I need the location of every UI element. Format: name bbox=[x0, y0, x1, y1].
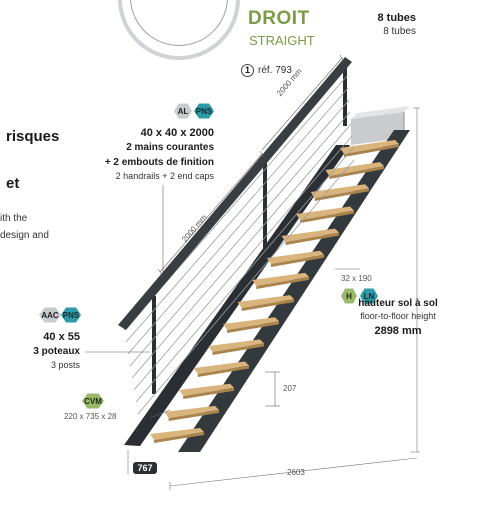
step-dims: 220 x 735 x 28 bbox=[64, 412, 117, 421]
ref-text: réf. 793 bbox=[258, 65, 292, 76]
tread bbox=[150, 428, 204, 440]
tread-edge bbox=[329, 166, 384, 179]
tread-edge bbox=[314, 188, 369, 201]
handrail-label-fr1: 2 mains courantes bbox=[126, 142, 214, 153]
tread-edge bbox=[300, 210, 354, 223]
posts-dims: 40 x 55 bbox=[43, 331, 80, 343]
badge-pns: PNS bbox=[194, 103, 214, 119]
handrail bbox=[118, 57, 352, 330]
badge-h: H bbox=[341, 288, 357, 304]
tread bbox=[325, 162, 384, 176]
stringer-dim: 32 x 190 bbox=[341, 274, 372, 283]
tread bbox=[164, 405, 219, 418]
left-text-et: et bbox=[6, 175, 20, 192]
tread bbox=[310, 184, 369, 198]
page-title: DROIT bbox=[248, 8, 310, 29]
posts-label-fr: 3 poteaux bbox=[33, 346, 80, 357]
tread-edge bbox=[241, 299, 294, 311]
badge-cvm: CVM bbox=[82, 393, 104, 409]
left-text-risques: risques bbox=[6, 128, 60, 145]
length-dim: 2603 bbox=[287, 468, 305, 477]
handrail-label-en: 2 handrails + 2 end caps bbox=[115, 171, 214, 181]
tread bbox=[266, 250, 324, 264]
left-text-design: design and bbox=[0, 230, 49, 241]
tread bbox=[340, 140, 399, 154]
tubes bbox=[123, 75, 355, 415]
tread bbox=[223, 317, 279, 330]
ref-number: 1 bbox=[241, 64, 254, 77]
riser-dim: 207 bbox=[283, 384, 297, 393]
tubes-label-en: 8 tubes bbox=[383, 26, 416, 37]
treads bbox=[150, 140, 399, 443]
badge-ln: LN bbox=[360, 288, 378, 304]
post-middle bbox=[263, 163, 267, 249]
height-label-fr: hauteur sol à sol bbox=[358, 298, 438, 309]
tread-edge bbox=[154, 432, 204, 443]
badge-pns-posts: PNS bbox=[61, 307, 81, 323]
handrail-label-fr2: + 2 embouts de finition bbox=[104, 157, 214, 168]
tread-edge bbox=[212, 343, 264, 355]
post-upper bbox=[343, 60, 347, 126]
near-stringer bbox=[124, 145, 350, 446]
tread bbox=[296, 206, 354, 220]
model-tag: 767 bbox=[133, 462, 157, 474]
tread-edge bbox=[197, 365, 249, 377]
badge-al: AL bbox=[174, 103, 192, 119]
tubes-label-fr: 8 tubes bbox=[377, 12, 416, 24]
tread bbox=[208, 339, 264, 352]
height-label-en: floor-to-floor height bbox=[360, 311, 436, 321]
page-subtitle: STRAIGHT bbox=[249, 33, 315, 48]
tread-edge bbox=[256, 276, 309, 289]
tread-edge bbox=[227, 321, 279, 333]
tread bbox=[179, 383, 234, 396]
tread-edge bbox=[344, 144, 399, 157]
tread bbox=[252, 272, 309, 286]
tread bbox=[237, 295, 294, 308]
badge-aac: AAC bbox=[39, 307, 61, 323]
tread bbox=[281, 228, 339, 242]
post-lower bbox=[152, 296, 156, 394]
tread bbox=[193, 361, 249, 374]
tread-edge bbox=[168, 409, 219, 421]
left-text-with: ith the bbox=[0, 213, 28, 224]
tread-edge bbox=[270, 254, 324, 267]
posts-label-en: 3 posts bbox=[50, 360, 80, 370]
handrail-dims: 40 x 40 x 2000 bbox=[140, 127, 214, 139]
tread-edge bbox=[285, 232, 339, 245]
height-value: 2898 mm bbox=[374, 325, 422, 337]
tread-edge bbox=[183, 387, 234, 399]
